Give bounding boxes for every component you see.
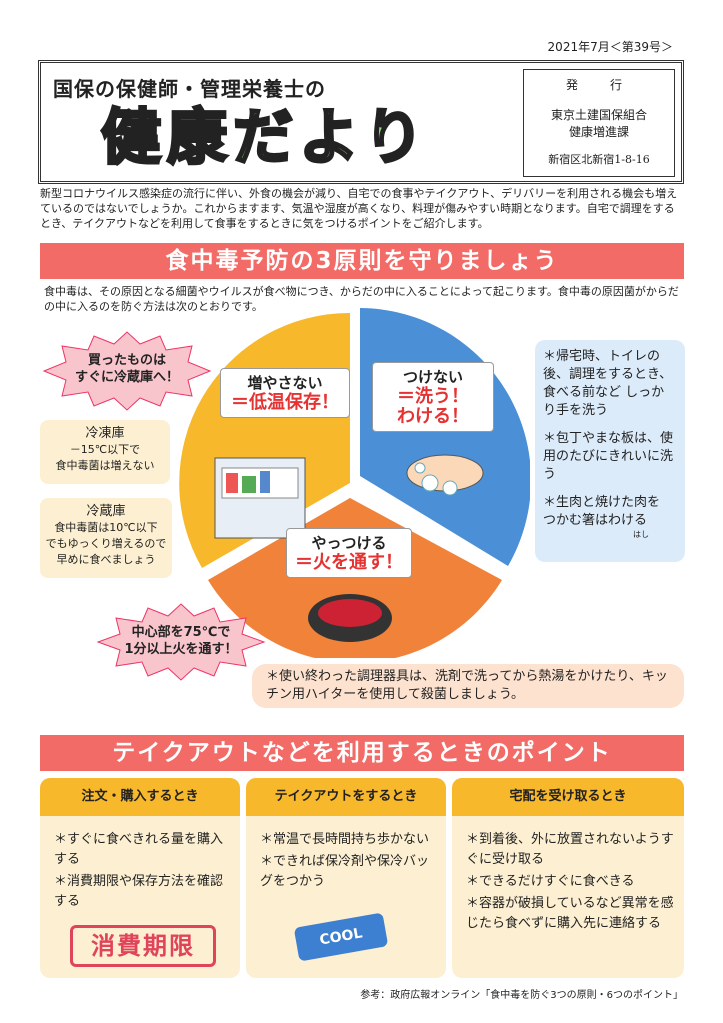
utensil-note: ＊使い終わった調理器具は、洗剤で洗ってから熱湯をかけたり、キッチン用ハイターを使… — [252, 664, 684, 708]
grill-illustration — [308, 594, 392, 642]
fridge-illustration — [214, 457, 306, 539]
label-low-temp: 増やさない ＝低温保存！ — [220, 368, 350, 418]
starburst-fridge — [42, 331, 212, 411]
publisher-org: 東京土建国保組合 健康増進課 — [550, 108, 647, 139]
starburst-heat — [96, 603, 266, 681]
freezer-note: 冷凍庫 －15℃以下で 食中毒菌は増えない — [40, 420, 170, 484]
issue-number: 2021年7月＜第39号＞ — [547, 40, 673, 54]
section1-banner: 食中毒予防の3原則を守りましょう — [40, 243, 684, 279]
col-delivery: 宅配を受け取るとき ＊到着後、外に放置されないようすぐに受け取る ＊できるだけす… — [452, 778, 684, 978]
label-heat: やっつける ＝火を通す！ — [286, 528, 412, 578]
header-subtitle: 国保の保健師・管理栄養士の — [53, 77, 326, 101]
publisher-address: 新宿区北新宿1-8-16 — [548, 153, 650, 166]
col-order: 注文・購入するとき ＊すぐに食べきれる量を購入する ＊消費期限や保存方法を確認す… — [40, 778, 240, 978]
header-box: 国保の保健師・管理栄養士の 健康だより 発 行 東京土建国保組合 健康増進課 新… — [38, 60, 684, 184]
starburst-fridge-text: 買ったものは すぐに冷蔵庫へ！ — [74, 353, 179, 385]
handwash-illustration — [406, 454, 484, 496]
fridge-note: 冷蔵庫 食中毒菌は10℃以下 でもゆっくり増えるので 早めに食べましょう — [40, 498, 172, 578]
section2-banner: テイクアウトなどを利用するときのポイント — [40, 735, 684, 771]
section1-body: 食中毒は、その原因となる細菌やウイルスが食べ物につき、からだの中に入ることによっ… — [44, 285, 679, 313]
reference: 参考：政府広報オンライン「食中毒を防ぐ3つの原則・6つのポイント」 — [360, 990, 683, 1001]
expiry-stamp: 消費期限 — [70, 925, 216, 967]
wash-tips-box: ＊帰宅時、トイレの後、調理をするとき、食べる前など しっかり手を洗う ＊包丁やま… — [535, 340, 685, 562]
publisher-label: 発 行 — [565, 78, 632, 92]
publisher-box: 発 行 東京土建国保組合 健康増進課 新宿区北新宿1-8-16 — [523, 69, 675, 177]
starburst-heat-text: 中心部を75℃で 1分以上火を通す！ — [124, 625, 238, 657]
label-wash: つけない ＝洗う！ わける！ — [372, 362, 494, 432]
intro-text: 新型コロナウイルス感染症の流行に伴い、外食の機会が減り、自宅での食事やテイクアウ… — [40, 187, 678, 230]
header-title: 健康だより — [100, 102, 430, 175]
